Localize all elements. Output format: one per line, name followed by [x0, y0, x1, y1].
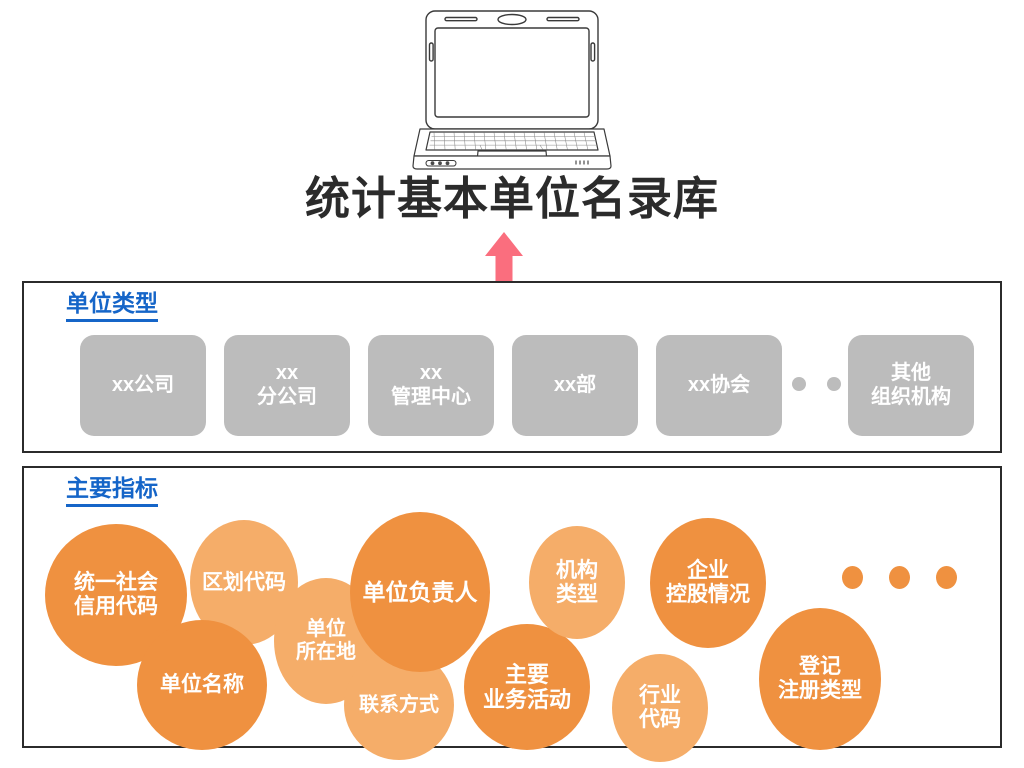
page-title-text: 统计基本单位名录库: [304, 173, 719, 224]
laptop-front-ports: [425, 160, 457, 167]
unit-type-card[interactable]: xx协会: [656, 335, 782, 436]
ellipsis-dot-icon: [842, 566, 863, 589]
main-indicators-panel-heading: 主要指标: [66, 474, 158, 507]
ellipsis-dot-icon: [889, 566, 910, 589]
main-indicators-ellipsis: [842, 566, 957, 589]
indicator-bubble[interactable]: 登记 注册类型: [759, 608, 881, 750]
indicator-bubble[interactable]: 单位负责人: [350, 512, 490, 672]
unit-type-card[interactable]: xx 管理中心: [368, 335, 494, 436]
laptop-illustration: [412, 10, 612, 170]
unit-type-card[interactable]: xx部: [512, 335, 638, 436]
up-arrow-icon: [485, 232, 523, 282]
ellipsis-dot-icon: [862, 377, 876, 391]
ellipsis-dot-icon: [936, 566, 957, 589]
ellipsis-dot-icon: [792, 377, 806, 391]
indicator-bubble[interactable]: 机构 类型: [529, 526, 625, 639]
indicator-bubble[interactable]: 企业 控股情况: [650, 518, 766, 648]
indicator-bubble[interactable]: 行业 代码: [612, 654, 708, 762]
unit-type-ellipsis: [792, 377, 876, 391]
main-indicators-panel: 主要指标 统一社会 信用代码区划代码单位名称单位 所在地联系方式单位负责人主要 …: [22, 466, 1002, 762]
ellipsis-dot-icon: [827, 377, 841, 391]
indicator-bubble[interactable]: 主要 业务活动: [464, 624, 590, 750]
unit-type-panel-heading: 单位类型: [66, 289, 158, 322]
unit-type-card[interactable]: xx 分公司: [224, 335, 350, 436]
unit-type-card[interactable]: xx公司: [80, 335, 206, 436]
page-title: 统计基本单位名录库: [0, 172, 1024, 225]
indicator-bubble[interactable]: 单位名称: [137, 620, 267, 750]
